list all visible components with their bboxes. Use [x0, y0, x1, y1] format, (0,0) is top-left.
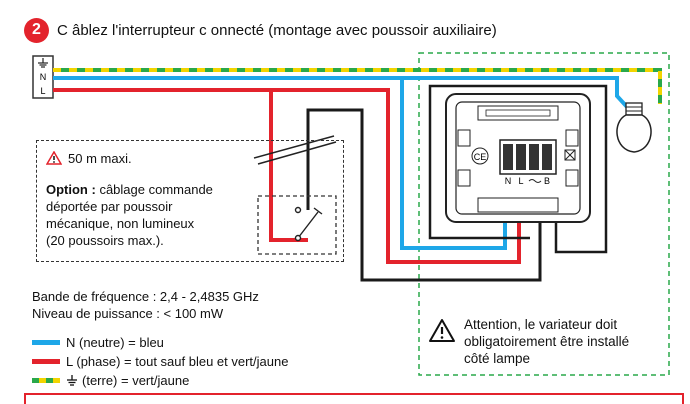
option-line-1: Option : câblage commande [46, 181, 213, 198]
push-button-box [257, 195, 337, 255]
legend-earth-text: (terre) = vert/jaune [82, 373, 190, 388]
earth-wire [53, 68, 662, 104]
option-line-4: (20 poussoirs max.). [46, 233, 164, 248]
distance-note: 50 m maxi. [45, 150, 132, 169]
legend-neutral: N (neutre) = bleu [66, 335, 164, 350]
terminal-label-l: L [40, 86, 45, 96]
push-button-symbol [294, 206, 323, 242]
legend-phase: L (phase) = tout sauf bleu et vert/jaune [66, 354, 289, 369]
legend-earth: (terre) = vert/jaune [66, 372, 189, 391]
warning-line-2: obligatoirement être installé [464, 334, 630, 349]
device-terminal-n: N [505, 176, 512, 186]
step-title: C âblez l'interrupteur c onnecté (montag… [57, 21, 497, 39]
lamp-side-zone [418, 52, 670, 376]
warning-triangle-large-icon [428, 318, 456, 348]
step-number-badge: 2 [24, 17, 49, 43]
device-terminal-l: L [518, 176, 523, 186]
distance-text: 50 m maxi. [68, 151, 132, 166]
dimmer-module: CE N L B [445, 93, 591, 223]
legend-neutral-swatch [32, 340, 60, 345]
option-line-3: mécanique, non lumineux [46, 216, 195, 231]
warning-triangle-icon [45, 150, 63, 169]
cable-jacket-bottom [257, 141, 337, 165]
neutral-wire-main [53, 76, 630, 110]
warning-line-1: Attention, le variateur doit [464, 317, 618, 332]
svg-text:CE: CE [474, 152, 487, 162]
traveller-wire-switch [306, 108, 542, 282]
power-spec: Niveau de puissance : < 100 mW [32, 306, 224, 321]
cable-jacket-top [253, 135, 335, 159]
earth-symbol-icon [66, 374, 78, 391]
frequency-spec: Bande de fréquence : 2,4 - 2,4835 GHz [32, 289, 259, 304]
legend-earth-swatch [32, 378, 60, 383]
lamp-icon [616, 102, 652, 153]
lamp-wire-black [428, 84, 608, 254]
legend-phase-swatch [32, 359, 60, 364]
option-text-1: câblage commande [95, 182, 213, 197]
next-section-frame [24, 393, 684, 404]
header: 2 C âblez l'interrupteur c onnecté (mont… [24, 16, 497, 44]
device-terminal-b: B [544, 176, 550, 186]
option-box [36, 140, 344, 262]
phase-wire-main [53, 88, 308, 242]
dimmer-output-symbol [528, 179, 542, 183]
terminal-label-n: N [40, 72, 47, 82]
warning-line-3: côté lampe [464, 351, 531, 366]
earth-icon [38, 58, 48, 68]
option-label: Option : [46, 182, 96, 197]
option-line-2: déportée par poussoir [46, 199, 173, 214]
